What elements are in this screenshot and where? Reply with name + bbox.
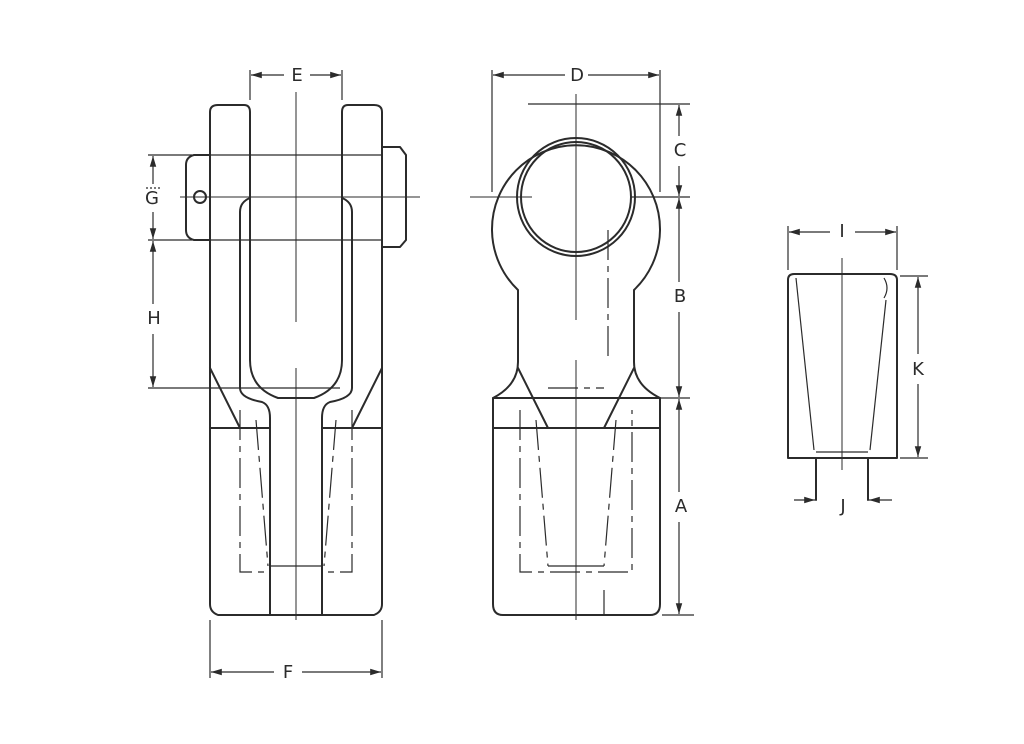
label-c: C	[674, 140, 687, 161]
label-f: F	[283, 662, 293, 683]
label-a: A	[675, 496, 688, 517]
dimension-labels: E D C B A G H F I K J	[145, 65, 925, 683]
label-i: I	[839, 221, 844, 242]
dimension-lines	[146, 70, 928, 678]
label-b: B	[674, 286, 686, 307]
clevis-side-view	[180, 92, 420, 620]
label-k: K	[912, 359, 925, 380]
label-e: E	[291, 65, 302, 86]
label-g: G	[145, 188, 159, 209]
label-h: H	[147, 308, 161, 329]
eye-front-view	[470, 94, 661, 620]
wedge-detail-view	[787, 258, 898, 501]
label-d: D	[570, 65, 584, 86]
label-j: J	[839, 496, 845, 517]
